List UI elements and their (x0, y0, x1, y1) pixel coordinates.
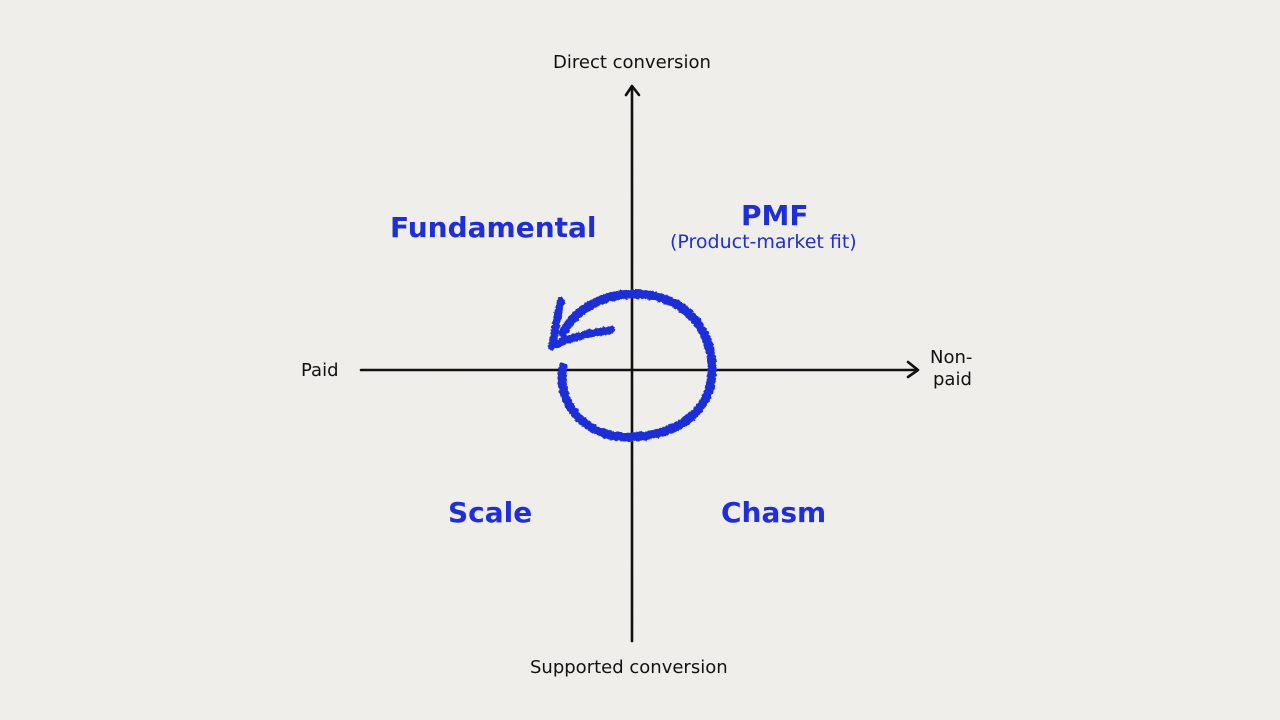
vertical-axis-arrowhead (624, 84, 641, 97)
axis-label-right-line2: paid (933, 369, 972, 390)
quadrant-label-top-left: Fundamental (390, 211, 597, 244)
axis-label-bottom: Supported conversion (530, 657, 728, 678)
axis-label-right-line1: Non- (930, 347, 973, 368)
axis-label-left: Paid (301, 360, 339, 381)
axis-label-top: Direct conversion (553, 52, 711, 73)
quadrant-label-bottom-right: Chasm (721, 496, 827, 529)
horizontal-axis-arrowhead (906, 360, 920, 379)
quadrant-label-top-right: PMF (741, 199, 809, 232)
quadrant-label-bottom-left: Scale (448, 496, 533, 529)
quadrant-sublabel-top-right: (Product-market fit) (670, 231, 857, 253)
counterclockwise-cycle-arrow-icon (548, 289, 717, 442)
